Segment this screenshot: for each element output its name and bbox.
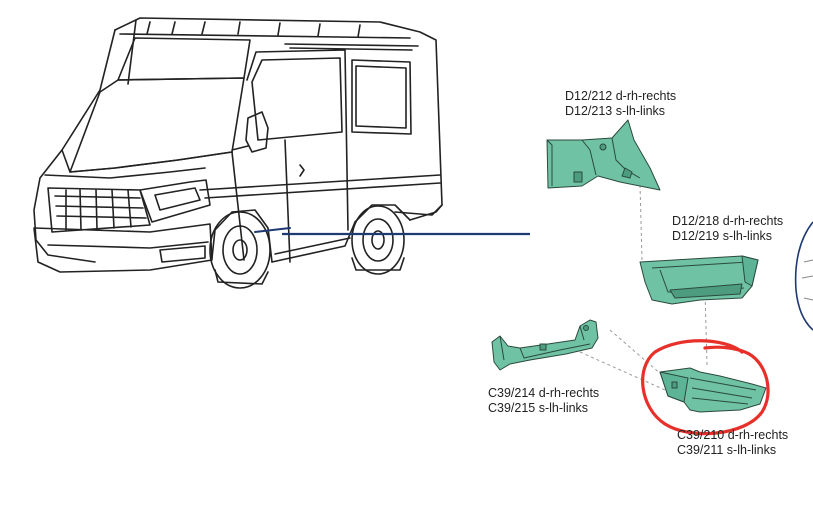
- part-step-floor-repair: [659, 367, 767, 413]
- part-number-rh: C39/214 d-rh-rechts: [488, 386, 600, 400]
- part-rear-wheel-arch-panel: [546, 119, 661, 191]
- detail-callout-edge: [794, 221, 813, 331]
- part-number-rh: C39/210 d-rh-rechts: [677, 428, 789, 442]
- part-number-rh: D12/212 d-rh-rechts: [565, 89, 677, 103]
- assembly-guides: [579, 184, 708, 391]
- highlight-circle: [641, 339, 770, 436]
- part-number-lh: C39/211 s-lh-links: [677, 443, 777, 457]
- part-number-lh: D12/213 s-lh-links: [565, 104, 666, 118]
- part-number-lh: C39/215 s-lh-links: [488, 401, 589, 415]
- part-number-lh: D12/219 s-lh-links: [672, 229, 773, 243]
- label-step-floor-repair: C39/210 d-rh-rechts C39/211 s-lh-links: [677, 428, 788, 458]
- part-number-rh: D12/218 d-rh-rechts: [672, 214, 784, 228]
- label-sill-section: C39/214 d-rh-rechts C39/215 s-lh-links: [488, 386, 599, 416]
- part-step-panel: [639, 255, 759, 305]
- label-rear-wheel-arch-panel: D12/212 d-rh-rechts D12/213 s-lh-links: [565, 89, 676, 119]
- van-drawing: [33, 17, 443, 289]
- part-sill-section: [491, 319, 599, 371]
- label-step-panel: D12/218 d-rh-rechts D12/219 s-lh-links: [672, 214, 783, 244]
